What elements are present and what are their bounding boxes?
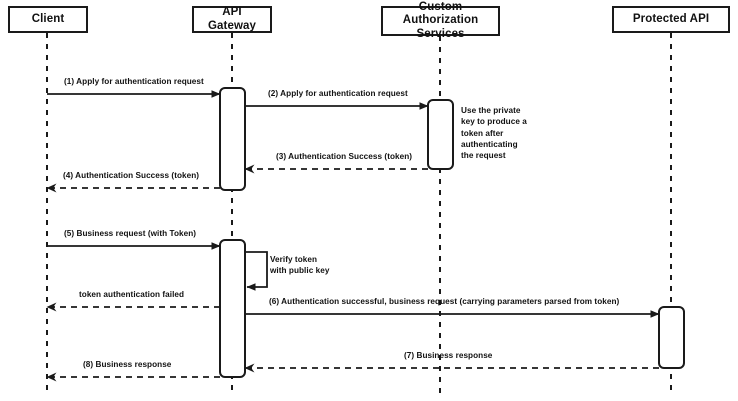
note-line: key to produce a (461, 117, 527, 127)
message-label-m3: (3) Authentication Success (token) (276, 152, 413, 161)
message-label-m1: (1) Apply for authentication request (64, 77, 204, 86)
activation-bars-group (219, 87, 685, 378)
participant-label-client: Client (31, 12, 65, 25)
message-label-m7: (6) Authentication successful, business … (269, 297, 620, 306)
message-label-m2: (2) Apply for authentication request (268, 89, 408, 98)
note-line: Use the private (461, 106, 521, 115)
activation-bar-act-protected-api[interactable] (658, 306, 685, 369)
participant-label-custom-auth: Custom Authorization Services (402, 1, 479, 40)
message-label-m4: (4) Authentication Success (token) (63, 171, 200, 180)
self-message-label-line: with public key (270, 266, 330, 276)
note-line: authenticating (461, 139, 518, 149)
activation-bar-act-customauth[interactable] (427, 99, 454, 170)
lifelines-group (46, 33, 672, 395)
message-label-m5: (5) Business request (with Token) (64, 229, 197, 238)
note-line: the request (461, 151, 506, 161)
self-message-label-self-verify: Verify token with public key (270, 254, 329, 277)
participant-box-protected-api[interactable]: Protected API (612, 6, 730, 33)
activation-bar-act-gateway-auth[interactable] (219, 87, 246, 191)
participant-label-protected-api: Protected API (632, 12, 710, 25)
self-message-arrow-self-verify[interactable] (245, 251, 268, 291)
participant-box-client[interactable]: Client (8, 6, 88, 33)
activation-bar-act-gateway-biz[interactable] (219, 239, 246, 378)
message-label-m6: token authentication failed (79, 290, 185, 299)
message-arrows-group (46, 90, 660, 382)
message-label-m8: (7) Business response (404, 351, 493, 360)
self-message-label-line: Verify token (270, 255, 318, 264)
participant-box-api-gateway[interactable]: API Gateway (192, 6, 272, 33)
participant-box-custom-auth[interactable]: Custom Authorization Services (381, 1, 500, 40)
participant-label-api-gateway: API Gateway (207, 6, 256, 32)
message-label-m9: (8) Business response (83, 360, 172, 369)
note-line: token after (461, 128, 504, 138)
self-message-group (245, 251, 268, 291)
